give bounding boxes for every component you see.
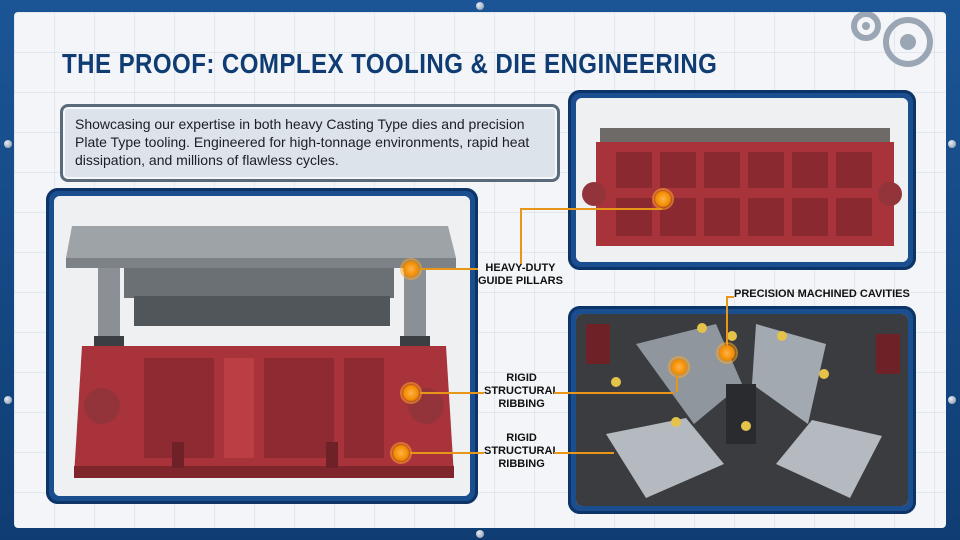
description-text: Showcasing our expertise in both heavy C… xyxy=(75,116,530,168)
leader-line-ribbing-1-right-vertical xyxy=(676,376,678,392)
plate-tooling-panel xyxy=(568,306,916,514)
plate-tooling-image xyxy=(576,314,908,506)
callout-ribbing-2-line2: STRUCTURAL xyxy=(484,445,560,457)
callout-ribbing-1: RIGID STRUCTURAL RIBBING xyxy=(484,372,559,411)
callout-guide-pillars-line2: GUIDE PILLARS xyxy=(478,275,563,287)
callout-ribbing-2-line3: RIBBING xyxy=(498,458,545,470)
casting-die-illustration xyxy=(54,196,470,496)
rivet xyxy=(4,140,12,148)
callout-guide-pillars: HEAVY-DUTY GUIDE PILLARS xyxy=(478,262,563,288)
callout-dot-tooling-ribbing xyxy=(670,358,688,376)
leader-line-ribbing-1 xyxy=(420,392,484,394)
callout-dot-plate-base xyxy=(654,190,672,208)
plate-base-panel xyxy=(568,90,916,270)
leader-line-cavities-vertical xyxy=(726,296,728,346)
callout-ribbing-2-line1: RIGID xyxy=(506,432,537,444)
description-box: Showcasing our expertise in both heavy C… xyxy=(60,104,560,182)
plate-base-illustration xyxy=(576,98,908,262)
callout-ribbing-1-line3: RIBBING xyxy=(498,398,545,410)
rivet xyxy=(4,396,12,404)
callout-ribbing-2: RIGID STRUCTURAL RIBBING xyxy=(484,432,559,471)
callout-dot-guide-pillars xyxy=(402,260,420,278)
callout-cavities: PRECISION MACHINED CAVITIES xyxy=(734,288,910,300)
leader-line-plate-base-vertical xyxy=(520,208,522,264)
page-title: THE PROOF: COMPLEX TOOLING & DIE ENGINEE… xyxy=(62,48,718,79)
gear-icon xyxy=(851,12,933,67)
callout-ribbing-1-line2: STRUCTURAL xyxy=(484,385,560,397)
rivet xyxy=(476,2,484,10)
casting-die-panel xyxy=(46,188,478,504)
callout-ribbing-1-line1: RIGID xyxy=(506,372,537,384)
callout-dot-ribbing-2 xyxy=(392,444,410,462)
rivet xyxy=(948,396,956,404)
leader-line-plate-base xyxy=(520,208,662,210)
callout-dot-ribbing-1 xyxy=(402,384,420,402)
plate-tooling-illustration xyxy=(576,314,908,506)
rivet xyxy=(948,140,956,148)
leader-line-ribbing-1-right xyxy=(554,392,674,394)
leader-line-ribbing-2 xyxy=(410,452,484,454)
leader-line-cavities xyxy=(726,296,734,298)
leader-line-guide-pillars xyxy=(420,268,478,270)
rivet xyxy=(476,530,484,538)
casting-die-image xyxy=(54,196,470,496)
content-area: THE PROOF: COMPLEX TOOLING & DIE ENGINEE… xyxy=(14,12,946,528)
plate-base-image xyxy=(576,98,908,262)
callout-dot-cavities xyxy=(718,344,736,362)
leader-line-ribbing-2-right xyxy=(554,452,614,454)
callout-guide-pillars-line1: HEAVY-DUTY xyxy=(485,262,556,274)
